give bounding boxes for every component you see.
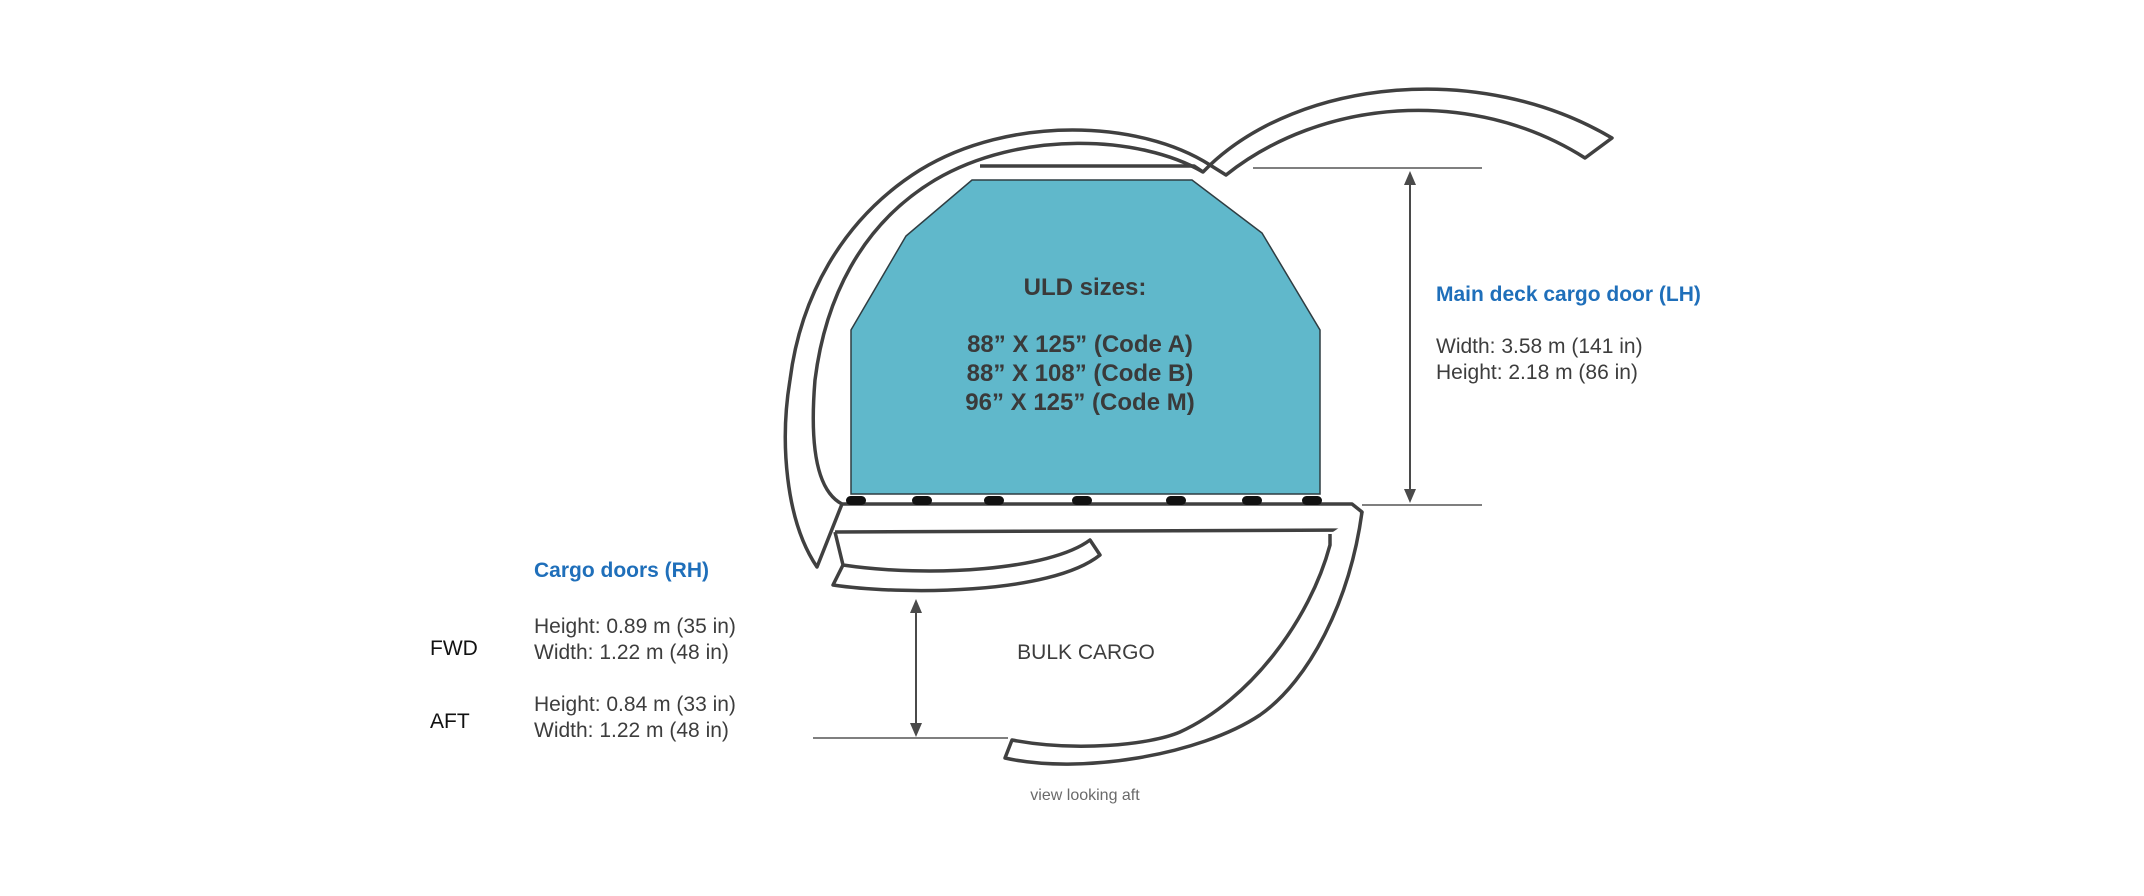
floor-roller bbox=[1166, 496, 1186, 505]
main-door-height: Height: 2.18 m (86 in) bbox=[1436, 361, 1638, 384]
uld-size-code-m: 96” X 125” (Code M) bbox=[965, 389, 1195, 416]
main-door-width: Width: 3.58 m (141 in) bbox=[1436, 335, 1643, 358]
floor-rollers bbox=[846, 496, 1322, 505]
aft-door-width: Width: 1.22 m (48 in) bbox=[534, 719, 729, 742]
main-door-arrowhead-down bbox=[1404, 489, 1416, 503]
aft-door-height: Height: 0.84 m (33 in) bbox=[534, 693, 736, 716]
main-deck-cargo-door-panel bbox=[1208, 87, 1614, 177]
bulk-cargo-label: BULK CARGO bbox=[1017, 641, 1155, 664]
uld-size-code-b: 88” X 108” (Code B) bbox=[966, 360, 1194, 387]
floor-roller bbox=[912, 496, 932, 505]
main-door-heading: Main deck cargo door (LH) bbox=[1436, 283, 1701, 306]
uld-sizes-title: ULD sizes: bbox=[1023, 274, 1147, 301]
main-deck-floor bbox=[834, 502, 1364, 534]
lower-doors-heading: Cargo doors (RH) bbox=[534, 559, 709, 582]
floor-roller bbox=[846, 496, 866, 505]
lower-cargo-door-panel bbox=[831, 531, 1102, 593]
lower-fuselage-shell bbox=[1003, 511, 1364, 766]
floor-roller bbox=[984, 496, 1004, 505]
floor-roller bbox=[1302, 496, 1322, 505]
uld-size-code-a: 88” X 125” (Code A) bbox=[967, 331, 1193, 358]
main-door-arrowhead-up bbox=[1404, 171, 1416, 185]
floor-roller bbox=[1072, 496, 1092, 505]
main-deck-ceiling bbox=[980, 164, 1204, 174]
fwd-label: FWD bbox=[430, 637, 478, 660]
view-caption: view looking aft bbox=[1030, 787, 1140, 804]
fwd-door-width: Width: 1.22 m (48 in) bbox=[534, 641, 729, 664]
lower-door-arrowhead-up bbox=[910, 599, 922, 613]
uld-container bbox=[850, 179, 1321, 495]
lower-door-arrowhead-down bbox=[910, 723, 922, 737]
floor-roller bbox=[1242, 496, 1262, 505]
fwd-door-height: Height: 0.89 m (35 in) bbox=[534, 615, 736, 638]
aft-label: AFT bbox=[430, 710, 470, 733]
